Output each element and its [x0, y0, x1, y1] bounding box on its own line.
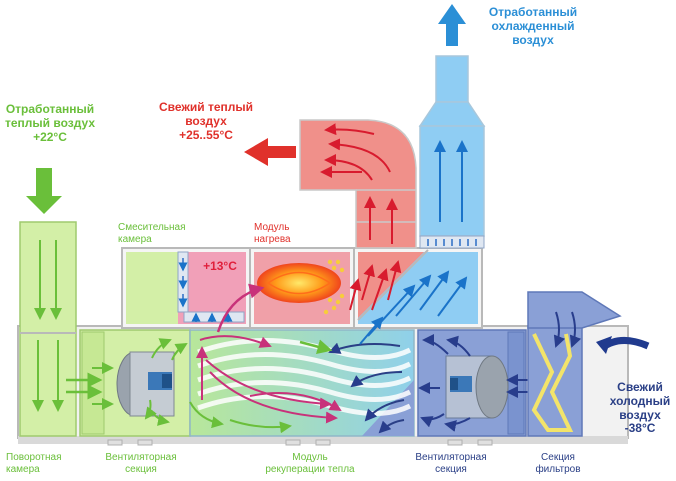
exhaust-stack-top [435, 55, 469, 103]
supply-duct-elbow [299, 119, 417, 249]
intake-hood [527, 291, 622, 329]
mix-temp-label: +13°C [203, 259, 237, 273]
rotary-chamber [19, 221, 77, 437]
filter-element [531, 333, 574, 432]
flame-icon [257, 263, 341, 303]
mixing-chamber-green [126, 252, 178, 324]
fan-right-icon [445, 355, 509, 419]
warm-supply-out-arrow [244, 138, 296, 166]
exhaust-stack [419, 125, 485, 237]
mix-to-heat-arrow [216, 283, 265, 333]
warm-exhaust-in-arrow [26, 168, 62, 214]
heat-exchanger-plates [197, 338, 412, 416]
exhaust-out-arrow [438, 4, 466, 46]
fan-left-icon [116, 351, 175, 417]
